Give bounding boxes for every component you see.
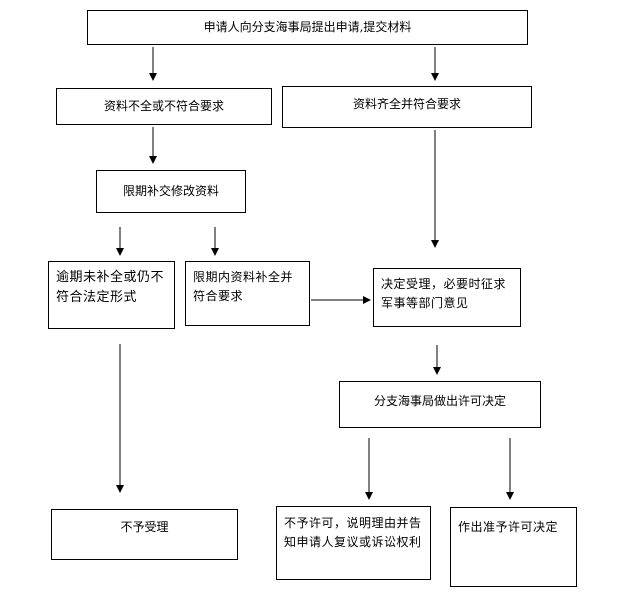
node-apply-label: 申请人向分支海事局提出申请,提交材料 <box>203 20 412 34</box>
node-denied-label: 不予许可，说明理由并告知申请人复议或诉讼权利 <box>284 516 422 549</box>
node-resubmit-label: 限期补交修改资料 <box>122 184 219 198</box>
node-granted: 作出准予许可决定 <box>450 507 577 587</box>
node-accept: 决定受理，必要时征求军事等部门意见 <box>373 268 521 327</box>
node-complete-label: 资料齐全并符合要求 <box>352 97 461 111</box>
node-overdue: 逾期未补全或仍不符合法定形式 <box>48 261 175 329</box>
node-not-accepted-label: 不予受理 <box>120 520 169 534</box>
node-granted-label: 作出准予许可决定 <box>458 520 559 534</box>
node-within-deadline-label: 限期内资料补全并符合要求 <box>193 270 294 303</box>
node-denied: 不予许可，说明理由并告知申请人复议或诉讼权利 <box>276 506 431 580</box>
node-overdue-label: 逾期未补全或仍不符合法定形式 <box>56 270 165 305</box>
node-accept-label: 决定受理，必要时征求军事等部门意见 <box>381 277 507 310</box>
node-incomplete-label: 资料不全或不符合要求 <box>103 99 224 113</box>
node-not-accepted: 不予受理 <box>51 509 238 560</box>
node-incomplete: 资料不全或不符合要求 <box>56 88 272 125</box>
node-apply: 申请人向分支海事局提出申请,提交材料 <box>87 10 528 45</box>
node-decision-label: 分支海事局做出许可决定 <box>373 394 506 408</box>
node-within-deadline: 限期内资料补全并符合要求 <box>185 261 310 326</box>
node-resubmit: 限期补交修改资料 <box>96 170 246 213</box>
node-decision: 分支海事局做出许可决定 <box>339 381 541 428</box>
node-complete: 资料齐全并符合要求 <box>282 86 532 128</box>
